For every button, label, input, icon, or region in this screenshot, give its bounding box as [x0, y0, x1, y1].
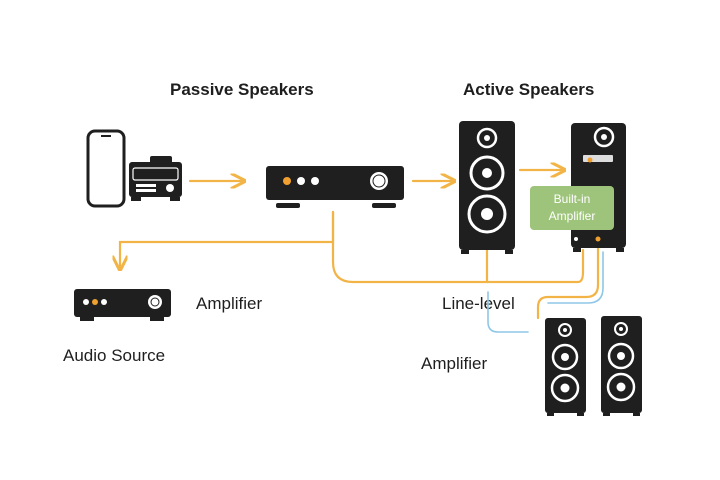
- line-level-label: Line-level: [442, 294, 515, 313]
- amplifier-label-left: Amplifier: [196, 294, 263, 313]
- amp-to-active-line: [331, 210, 585, 284]
- active-speaker-icon: Built-in Amplifier: [530, 123, 626, 252]
- connection-lines: [120, 170, 600, 320]
- amplifier-icon: [74, 289, 171, 321]
- phone-icon: [86, 129, 126, 208]
- speaker-icon: [459, 121, 515, 254]
- speaker-icon: [601, 316, 642, 416]
- amp-to-left-amp-line: [120, 210, 335, 268]
- active-to-bottom-line: [536, 246, 600, 320]
- line-level-signal-path: [487, 291, 529, 333]
- active-speakers-heading: Active Speakers: [463, 80, 595, 99]
- passive-speakers-heading: Passive Speakers: [170, 80, 314, 99]
- line-level-signal: [487, 251, 604, 333]
- amplifier-icon: [266, 166, 404, 208]
- line-level-signal-path-2: [547, 251, 604, 304]
- built-in-line2: Amplifier: [549, 209, 596, 223]
- built-in-amplifier-badge: Built-in Amplifier: [530, 186, 614, 230]
- built-in-line1: Built-in: [554, 192, 591, 206]
- speaker-icon: [545, 318, 586, 416]
- amplifier-label-bottom: Amplifier: [421, 354, 488, 373]
- turntable-icon: [129, 156, 182, 201]
- audio-source-label: Audio Source: [63, 346, 166, 365]
